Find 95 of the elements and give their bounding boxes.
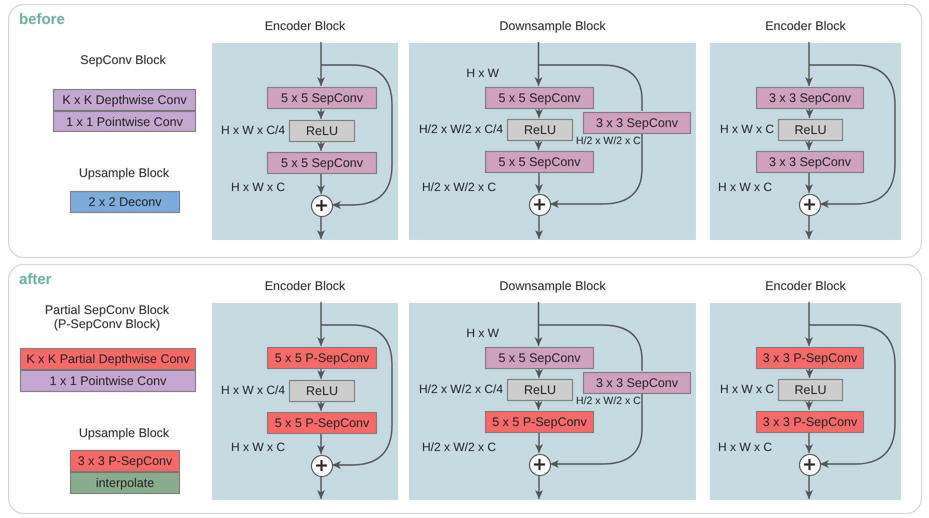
arrow (535, 108, 543, 118)
edge-label: H x W x C (718, 440, 772, 454)
layer-box: 3 x 3 SepConv (756, 151, 864, 173)
layer-box: 5 x 5 SepConv (485, 347, 594, 369)
arrow (534, 302, 542, 346)
layer-box: K x K Depthwise Conv (53, 89, 196, 111)
arrow (809, 64, 896, 208)
edge-label: H x W x C (231, 440, 285, 454)
arrow (805, 302, 813, 346)
arrow (805, 475, 813, 499)
arrow (535, 172, 543, 193)
layer-box: 3 x 3 SepConv (583, 112, 691, 134)
edge-label: H x W (466, 326, 499, 340)
arrow (535, 368, 543, 378)
arrow (534, 42, 542, 86)
legend-heading: Partial SepConv Block (P-SepConv Block) (44, 303, 170, 331)
legend-heading: SepConv Block (80, 53, 166, 67)
legend-heading: Upsample Block (78, 166, 170, 180)
layer-box: 3 x 3 P-SepConv (756, 411, 864, 433)
layer-box: 3 x 3 P-SepConv (756, 347, 864, 369)
layer-box: K x K Partial Depthwise Conv (20, 348, 196, 370)
arrow (805, 42, 813, 86)
layer-box: 5 x 5 SepConv (267, 152, 377, 174)
shape-label: H x W x C/4 (220, 123, 285, 137)
section-title: before (19, 11, 65, 28)
arrow (317, 173, 325, 194)
arrow (317, 141, 325, 151)
arrow (534, 400, 542, 410)
shape-label: H x W x C (720, 122, 774, 136)
arrow (550, 393, 643, 468)
layer-box: ReLU (507, 119, 573, 141)
edge-label: H/2 x W/2 x C (422, 440, 496, 454)
block-title: Downsample Block (499, 19, 606, 33)
layer-box: ReLU (507, 379, 573, 401)
arrow (317, 476, 325, 499)
layer-box: 3 x 3 SepConv (583, 372, 691, 394)
edge-label: H/2 x W/2 x C (422, 180, 496, 194)
layer-box: ReLU (289, 380, 355, 402)
arrow (805, 215, 813, 239)
arrow (805, 140, 813, 150)
arrow (321, 64, 393, 209)
block-title: Encoder Block (264, 279, 346, 293)
arrow (550, 133, 643, 208)
layer-box: 5 x 5 SepConv (267, 87, 377, 109)
layer-box: 5 x 5 P-SepConv (267, 347, 377, 369)
edge-label: H x W (466, 66, 499, 80)
edge-label: H x W x C (231, 180, 285, 194)
layer-box: interpolate (70, 472, 180, 494)
arrow (321, 324, 393, 469)
block-title: Downsample Block (499, 279, 606, 293)
edge-label: H/2 x W/2 x C (576, 395, 641, 407)
layer-box: 3 x 3 P-SepConv (70, 450, 180, 472)
shape-label: H/2 x W/2 x C/4 (418, 382, 503, 396)
arrow (317, 42, 325, 86)
connector-line (538, 324, 643, 371)
section-panel (8, 4, 922, 258)
arrow (806, 108, 814, 118)
arrow (317, 216, 325, 239)
shape-label: H x W x C (720, 382, 774, 396)
arrow (317, 401, 325, 411)
shape-label: H x W x C/4 (220, 383, 285, 397)
legend-heading: Upsample Block (78, 426, 170, 440)
arrow (805, 400, 813, 410)
arrow (535, 475, 543, 499)
connector-line (538, 64, 643, 111)
arrow (809, 324, 896, 468)
layer-box: 5 x 5 P-SepConv (485, 411, 594, 433)
arrow (317, 368, 325, 379)
layer-box: 5 x 5 P-SepConv (267, 412, 377, 434)
layer-box: ReLU (778, 379, 843, 401)
edge-label: H x W x C (718, 180, 772, 194)
section-panel (8, 264, 922, 514)
arrow (317, 108, 325, 119)
arrow (534, 140, 542, 150)
arrow (317, 433, 325, 454)
layer-box: 1 x 1 Pointwise Conv (53, 111, 196, 132)
layer-box: 3 x 3 SepConv (756, 87, 864, 109)
arrow (535, 215, 543, 239)
arrow (535, 432, 543, 453)
layer-box: ReLU (778, 119, 843, 141)
arrow (805, 172, 813, 193)
arrow (317, 302, 325, 346)
section-title: after (19, 271, 52, 288)
layer-box: 5 x 5 SepConv (485, 87, 594, 109)
layer-box: ReLU (289, 120, 355, 142)
block-title: Encoder Block (765, 279, 846, 293)
arrow (806, 368, 814, 378)
block-title: Encoder Block (264, 19, 346, 33)
edge-label: H/2 x W/2 x C (576, 135, 641, 147)
layer-box: 5 x 5 SepConv (485, 151, 594, 173)
layer-box: 2 x 2 Deconv (70, 191, 180, 213)
block-title: Encoder Block (765, 19, 846, 33)
layer-box: 1 x 1 Pointwise Conv (20, 370, 196, 392)
arrow (805, 432, 813, 453)
shape-label: H/2 x W/2 x C/4 (418, 122, 503, 136)
